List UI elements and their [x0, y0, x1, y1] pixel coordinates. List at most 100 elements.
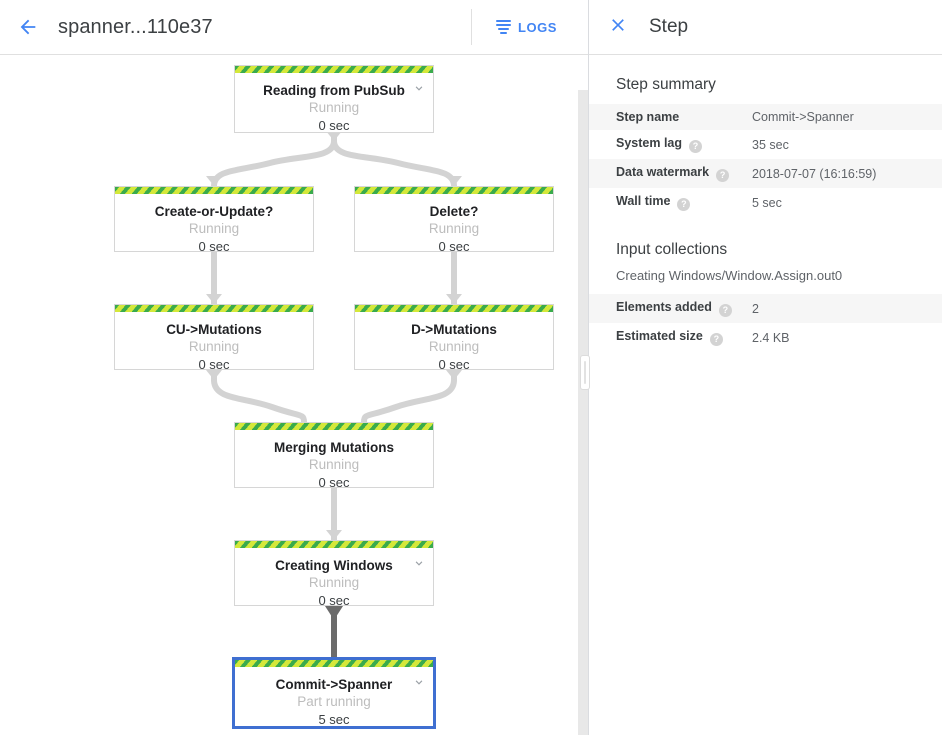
node-status-stripe: [235, 660, 433, 667]
row-key-label: Elements added: [616, 300, 712, 314]
row-key: Wall time?: [589, 188, 752, 217]
table-row: Estimated size? 2.4 KB: [589, 323, 942, 352]
node-status-stripe: [115, 187, 313, 194]
row-key: Estimated size?: [589, 323, 752, 352]
node-title: Commit->Spanner: [275, 677, 393, 692]
node-body: CU->Mutations Running 0 sec: [115, 312, 313, 381]
node-time: 0 sec: [198, 357, 230, 372]
close-panel-button[interactable]: [597, 6, 639, 48]
input-collections-heading: Input collections: [616, 241, 728, 258]
graph-node[interactable]: Merging Mutations Running 0 sec: [234, 422, 434, 490]
node-status-stripe: [235, 66, 433, 73]
panel-resize-track: [578, 90, 589, 735]
node-time: 0 sec: [438, 239, 470, 254]
node-status-stripe: [235, 541, 433, 548]
help-icon[interactable]: ?: [718, 304, 732, 317]
node-title: D->Mutations: [411, 322, 497, 337]
panel-title: Step: [649, 16, 689, 37]
node-body: Reading from PubSub Running 0 sec: [235, 73, 433, 142]
back-button[interactable]: [4, 3, 52, 51]
node-body: D->Mutations Running 0 sec: [355, 312, 553, 381]
row-key-label: Step name: [616, 110, 680, 124]
input-collections-table: Elements added? 2 Estimated size? 2.4 KB: [589, 294, 942, 352]
node-body: Commit->Spanner Part running 5 sec: [235, 667, 433, 735]
row-key-label: Wall time: [616, 194, 671, 208]
help-icon[interactable]: ?: [709, 333, 723, 346]
node-time: 0 sec: [318, 118, 350, 133]
logs-list-icon: [495, 20, 511, 34]
row-key-label: Data watermark: [616, 165, 710, 179]
top-app-bar: spanner...110e37 LOGS: [0, 0, 589, 55]
node-status: Running: [428, 221, 480, 236]
node-status-stripe: [115, 305, 313, 312]
graph-node[interactable]: Creating Windows Running 0 sec: [234, 540, 434, 608]
graph-node[interactable]: Delete? Running 0 sec: [354, 186, 554, 254]
input-collection-name: Creating Windows/Window.Assign.out0: [616, 268, 843, 283]
graph-node[interactable]: CU->Mutations Running 0 sec: [114, 304, 314, 372]
step-details-panel: Step Step summary Step name Commit->Span…: [589, 0, 942, 735]
node-status-stripe: [235, 423, 433, 430]
node-body: Create-or-Update? Running 0 sec: [115, 194, 313, 263]
node-time: 5 sec: [318, 712, 350, 727]
chevron-down-icon[interactable]: [412, 675, 426, 689]
panel-body: Step summary Step name Commit->Spanner S…: [589, 55, 942, 352]
node-title: CU->Mutations: [166, 322, 262, 337]
graph-node[interactable]: Create-or-Update? Running 0 sec: [114, 186, 314, 254]
chevron-down-icon[interactable]: [412, 556, 426, 570]
node-status-stripe: [355, 187, 553, 194]
node-title: Merging Mutations: [274, 440, 394, 455]
graph-node[interactable]: D->Mutations Running 0 sec: [354, 304, 554, 372]
row-value: 2.4 KB: [752, 330, 790, 345]
table-row: Data watermark? 2018-07-07 (16:16:59): [589, 159, 942, 188]
node-status: Running: [308, 575, 360, 590]
node-status: Running: [188, 221, 240, 236]
node-body: Delete? Running 0 sec: [355, 194, 553, 263]
row-key: Elements added?: [589, 294, 752, 323]
help-icon[interactable]: ?: [677, 198, 691, 211]
row-value: Commit->Spanner: [752, 110, 854, 124]
row-value: 2018-07-07 (16:16:59): [752, 166, 877, 181]
panel-resize-handle[interactable]: [580, 355, 590, 390]
graph-node[interactable]: Reading from PubSub Running 0 sec: [234, 65, 434, 133]
help-icon[interactable]: ?: [689, 140, 703, 153]
node-status: Running: [188, 339, 240, 354]
row-value: 2: [752, 301, 759, 316]
chevron-down-icon[interactable]: [412, 81, 426, 95]
node-title: Creating Windows: [275, 558, 393, 573]
row-key-label: System lag: [616, 136, 683, 150]
table-row: Step name Commit->Spanner: [589, 104, 942, 130]
node-time: 0 sec: [438, 357, 470, 372]
job-title: spanner...110e37: [58, 15, 213, 38]
panel-header: Step: [589, 0, 942, 55]
step-summary-heading: Step summary: [616, 76, 716, 93]
step-summary-table: Step name Commit->Spanner System lag? 35…: [589, 104, 942, 217]
table-row: System lag? 35 sec: [589, 130, 942, 159]
logs-button-label: LOGS: [517, 19, 557, 35]
node-status: Running: [308, 457, 360, 472]
node-time: 0 sec: [198, 239, 230, 254]
graph-node-selected[interactable]: Commit->Spanner Part running 5 sec: [232, 657, 436, 729]
row-key-label: Estimated size: [616, 329, 703, 343]
row-key: Step name: [589, 104, 752, 130]
node-status: Part running: [297, 694, 371, 709]
help-icon[interactable]: ?: [716, 169, 730, 182]
job-graph-canvas[interactable]: Reading from PubSub Running 0 sec Create…: [0, 55, 578, 735]
node-title: Create-or-Update?: [154, 204, 274, 219]
job-graph-pane: spanner...110e37 LOGS: [0, 0, 590, 735]
table-row: Elements added? 2: [589, 294, 942, 323]
logs-button[interactable]: LOGS: [486, 13, 567, 42]
row-value: 35 sec: [752, 137, 789, 152]
node-time: 0 sec: [318, 593, 350, 608]
close-icon: [608, 15, 628, 40]
node-body: Creating Windows Running 0 sec: [235, 548, 433, 617]
row-value: 5 sec: [752, 195, 782, 210]
row-key: System lag?: [589, 130, 752, 159]
node-status: Running: [308, 100, 360, 115]
row-key: Data watermark?: [589, 159, 752, 188]
node-title: Delete?: [429, 204, 479, 219]
node-title: Reading from PubSub: [263, 83, 405, 98]
graph-edges-layer: [206, 130, 462, 657]
graph-nodes-layer: Reading from PubSub Running 0 sec Create…: [0, 55, 578, 735]
table-row: Wall time? 5 sec: [589, 188, 942, 217]
